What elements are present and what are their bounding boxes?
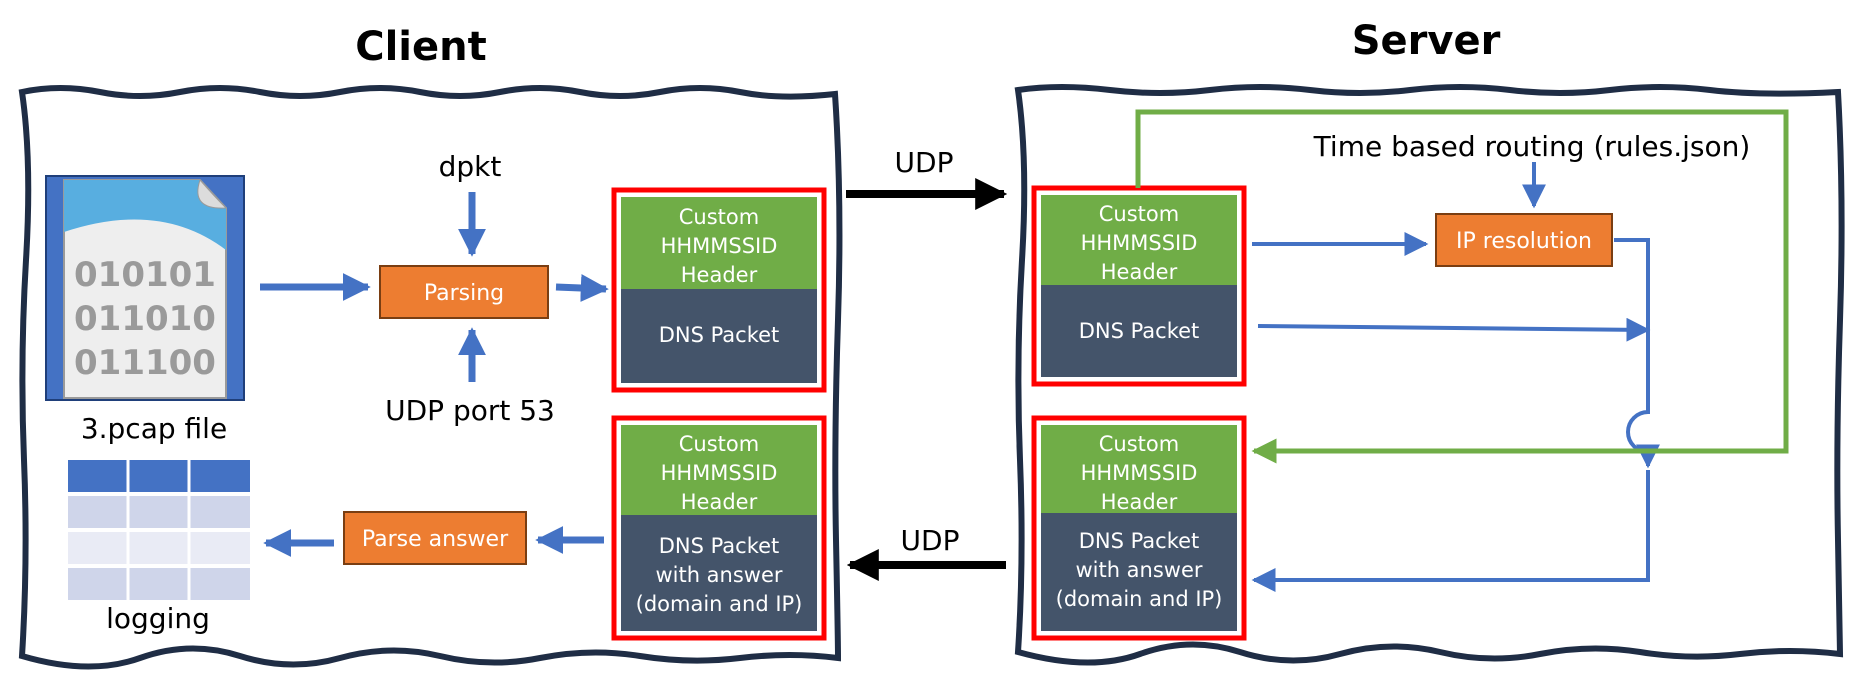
- header-line: Header: [1101, 260, 1178, 284]
- arrow-icon: [1135, 109, 1789, 464]
- ip-resolution-box: [1435, 213, 1613, 267]
- body-line: DNS Packet: [1079, 529, 1200, 553]
- parse-answer-box: [343, 511, 527, 565]
- client-request-packet: Custom HHMMSSID Header DNS Packet: [611, 187, 827, 393]
- header-line: Header: [1101, 490, 1178, 514]
- udp-to-client-label: UDP: [901, 524, 960, 557]
- arrow-icon: [555, 274, 609, 302]
- body-line: DNS Packet: [659, 534, 780, 558]
- parse-answer-label: Parse answer: [362, 527, 509, 552]
- header-line: HHMMSSID: [1081, 461, 1198, 485]
- arrow-icon: [1257, 317, 1651, 342]
- body-line: DNS Packet: [1079, 319, 1200, 343]
- packet-header: [1041, 425, 1237, 513]
- parsing-label: Parsing: [424, 281, 504, 306]
- arrow-icon: [1251, 470, 1650, 592]
- body-line: with answer: [1075, 558, 1202, 582]
- packet-body: [1041, 513, 1237, 631]
- dpkt-label: dpkt: [439, 150, 502, 183]
- document-binary-icon: 010101 011010 011100: [45, 175, 245, 401]
- client-title: Client: [355, 24, 487, 70]
- header-line: Custom: [1099, 202, 1179, 226]
- server-response-packet: Custom HHMMSSID Header DNS Packet with a…: [1031, 415, 1247, 641]
- udp-to-server-label: UDP: [895, 146, 954, 179]
- file-bits-line-1: 010101: [74, 255, 216, 295]
- body-line: (domain and IP): [1056, 587, 1223, 611]
- file-label: 3.pcap file: [81, 412, 227, 445]
- table-icon: [68, 460, 250, 600]
- routing-label: Time based routing (rules.json): [1313, 130, 1751, 163]
- arrow-icon: [1614, 238, 1660, 469]
- body-line: DNS Packet: [659, 323, 780, 347]
- header-line: Custom: [679, 432, 759, 456]
- udp-port-label: UDP port 53: [385, 394, 555, 427]
- header-line: Header: [681, 263, 758, 287]
- file-bits-line-2: 011010: [74, 299, 216, 339]
- header-line: Custom: [679, 205, 759, 229]
- body-line: (domain and IP): [636, 592, 803, 616]
- packet-body: [621, 289, 817, 383]
- packet-body: [621, 515, 817, 631]
- packet-header: [621, 197, 817, 289]
- header-line: Custom: [1099, 432, 1179, 456]
- server-frame: [1014, 84, 1845, 666]
- packet-header: [1041, 195, 1237, 285]
- server-request-packet: Custom HHMMSSID Header DNS Packet: [1031, 185, 1247, 387]
- packet-body: [1041, 285, 1237, 377]
- packet-header: [621, 425, 817, 515]
- ip-resolution-label: IP resolution: [1456, 229, 1592, 254]
- client-frame: [18, 85, 843, 670]
- header-line: HHMMSSID: [1081, 231, 1198, 255]
- header-line: HHMMSSID: [661, 461, 778, 485]
- header-line: Header: [681, 490, 758, 514]
- server-title: Server: [1352, 18, 1501, 64]
- parsing-box: [379, 265, 549, 319]
- body-line: with answer: [655, 563, 782, 587]
- logging-label: logging: [106, 602, 210, 635]
- header-line: HHMMSSID: [661, 234, 778, 258]
- file-bits-line-3: 011100: [74, 343, 216, 383]
- client-response-packet: Custom HHMMSSID Header DNS Packet with a…: [611, 415, 827, 641]
